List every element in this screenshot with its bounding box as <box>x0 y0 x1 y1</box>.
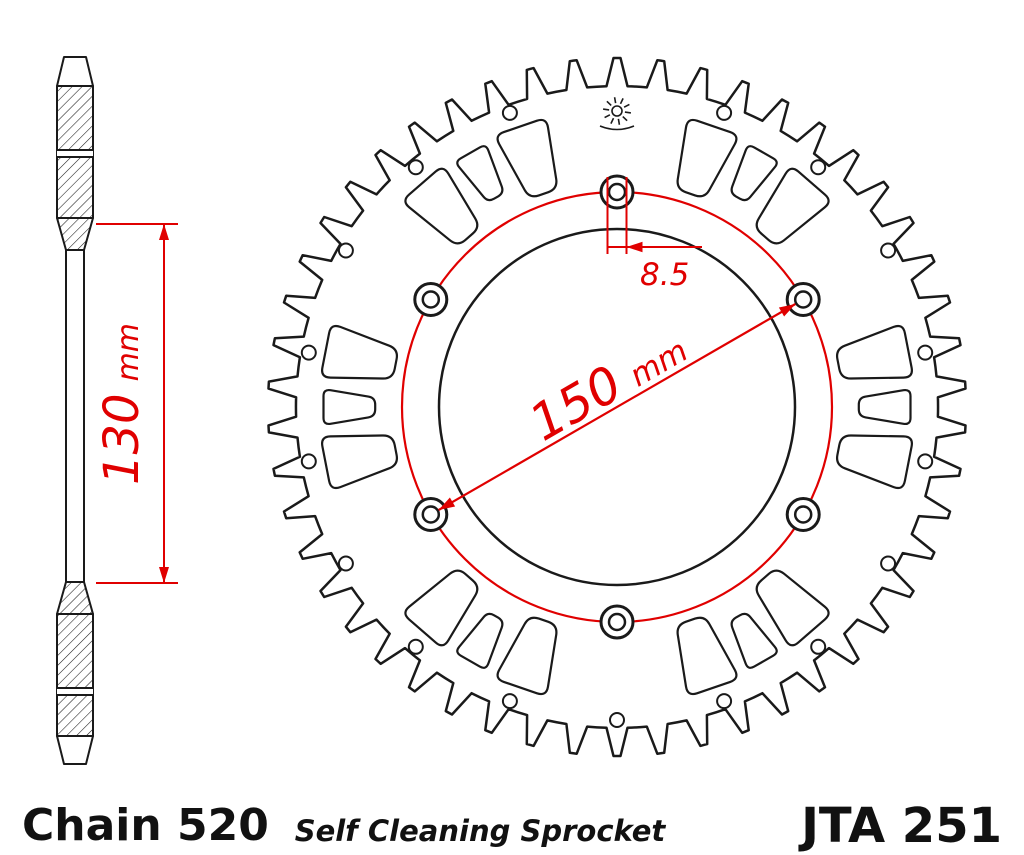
rim-hole <box>917 453 934 470</box>
sun-logo-ray <box>604 114 611 119</box>
bolt-hole <box>607 612 627 632</box>
lightening-slot-small <box>456 145 504 202</box>
lightening-slot <box>496 616 558 696</box>
rim-hole <box>337 555 354 572</box>
dimension-arrowhead <box>159 567 169 583</box>
sun-logo-ray <box>623 103 630 108</box>
sun-logo-ray <box>617 118 621 125</box>
lightening-slot <box>755 569 830 647</box>
sun-logo-ray <box>606 100 612 106</box>
sun-logo-swoosh <box>599 125 635 131</box>
rim-hole <box>810 638 827 655</box>
sprocket-side-view <box>56 56 94 765</box>
rim-hole <box>337 242 354 259</box>
rim-hole <box>716 693 733 710</box>
lightening-slot <box>836 434 913 490</box>
rim-hole <box>407 159 424 176</box>
bolt-hole <box>421 505 441 524</box>
side-taper-top <box>56 217 94 251</box>
part-number-label: JTA 251 <box>798 798 1002 854</box>
sun-logo-ray <box>610 117 615 124</box>
dimension-arrowhead <box>159 224 169 240</box>
sun-logo-ray <box>622 116 628 122</box>
rim-hole <box>880 242 897 259</box>
rim-hole <box>407 638 424 655</box>
rim-hole <box>917 344 934 361</box>
rim-hole <box>300 344 317 361</box>
width-dimension-label: 130mm <box>94 323 150 485</box>
hole-dimension-label: 8.5 <box>640 257 689 293</box>
bcd-dimension-line <box>438 303 796 511</box>
side-groove-bottom <box>57 688 93 695</box>
bolt-hole <box>793 290 813 309</box>
rim-hole <box>300 453 317 470</box>
side-bottom-tooth <box>56 735 94 765</box>
side-web <box>65 249 85 583</box>
side-groove-top <box>57 150 93 157</box>
rim-hole <box>810 159 827 176</box>
width-dimension: 130mm <box>94 223 178 584</box>
lightening-slot <box>321 434 398 490</box>
sun-logo-icon <box>611 105 623 117</box>
sun-logo-ray <box>602 108 610 111</box>
subtitle-label: Self Cleaning Sprocket <box>295 814 667 848</box>
lightening-slot <box>496 118 558 198</box>
side-top-tooth <box>56 56 94 87</box>
lightening-slot-small <box>730 145 778 202</box>
lightening-slot-small <box>730 612 778 669</box>
dimension-arrowhead <box>438 497 456 510</box>
lightening-slot <box>676 118 738 198</box>
sun-logo-ray <box>613 97 617 104</box>
rim-hole <box>880 555 897 572</box>
dimension-arrowhead <box>778 304 796 317</box>
side-lower-body <box>56 613 94 737</box>
lightening-slot <box>836 324 913 380</box>
lightening-slot <box>404 167 479 245</box>
bolt-hole <box>607 182 627 202</box>
sun-logo-ray <box>624 111 632 114</box>
lightening-slot-small <box>322 388 377 426</box>
side-taper-bottom <box>56 581 94 615</box>
rim-hole <box>501 104 518 121</box>
chain-size-label: Chain 520 <box>22 800 269 851</box>
dimension-arrowhead <box>626 241 643 253</box>
center-bore-circle <box>437 227 797 587</box>
sun-logo-ray <box>619 98 624 105</box>
bolt-hole <box>421 290 441 309</box>
lightening-slot <box>676 616 738 696</box>
rim-hole <box>609 712 625 728</box>
sprocket-front-view <box>267 56 967 758</box>
lightening-slot <box>404 569 479 647</box>
lightening-slot-small <box>857 388 912 426</box>
lightening-slot <box>755 167 830 245</box>
rim-hole <box>716 104 733 121</box>
lightening-slot-small <box>456 612 504 669</box>
rim-hole <box>501 693 518 710</box>
bolt-hole <box>793 505 813 524</box>
lightening-slot <box>321 324 398 380</box>
